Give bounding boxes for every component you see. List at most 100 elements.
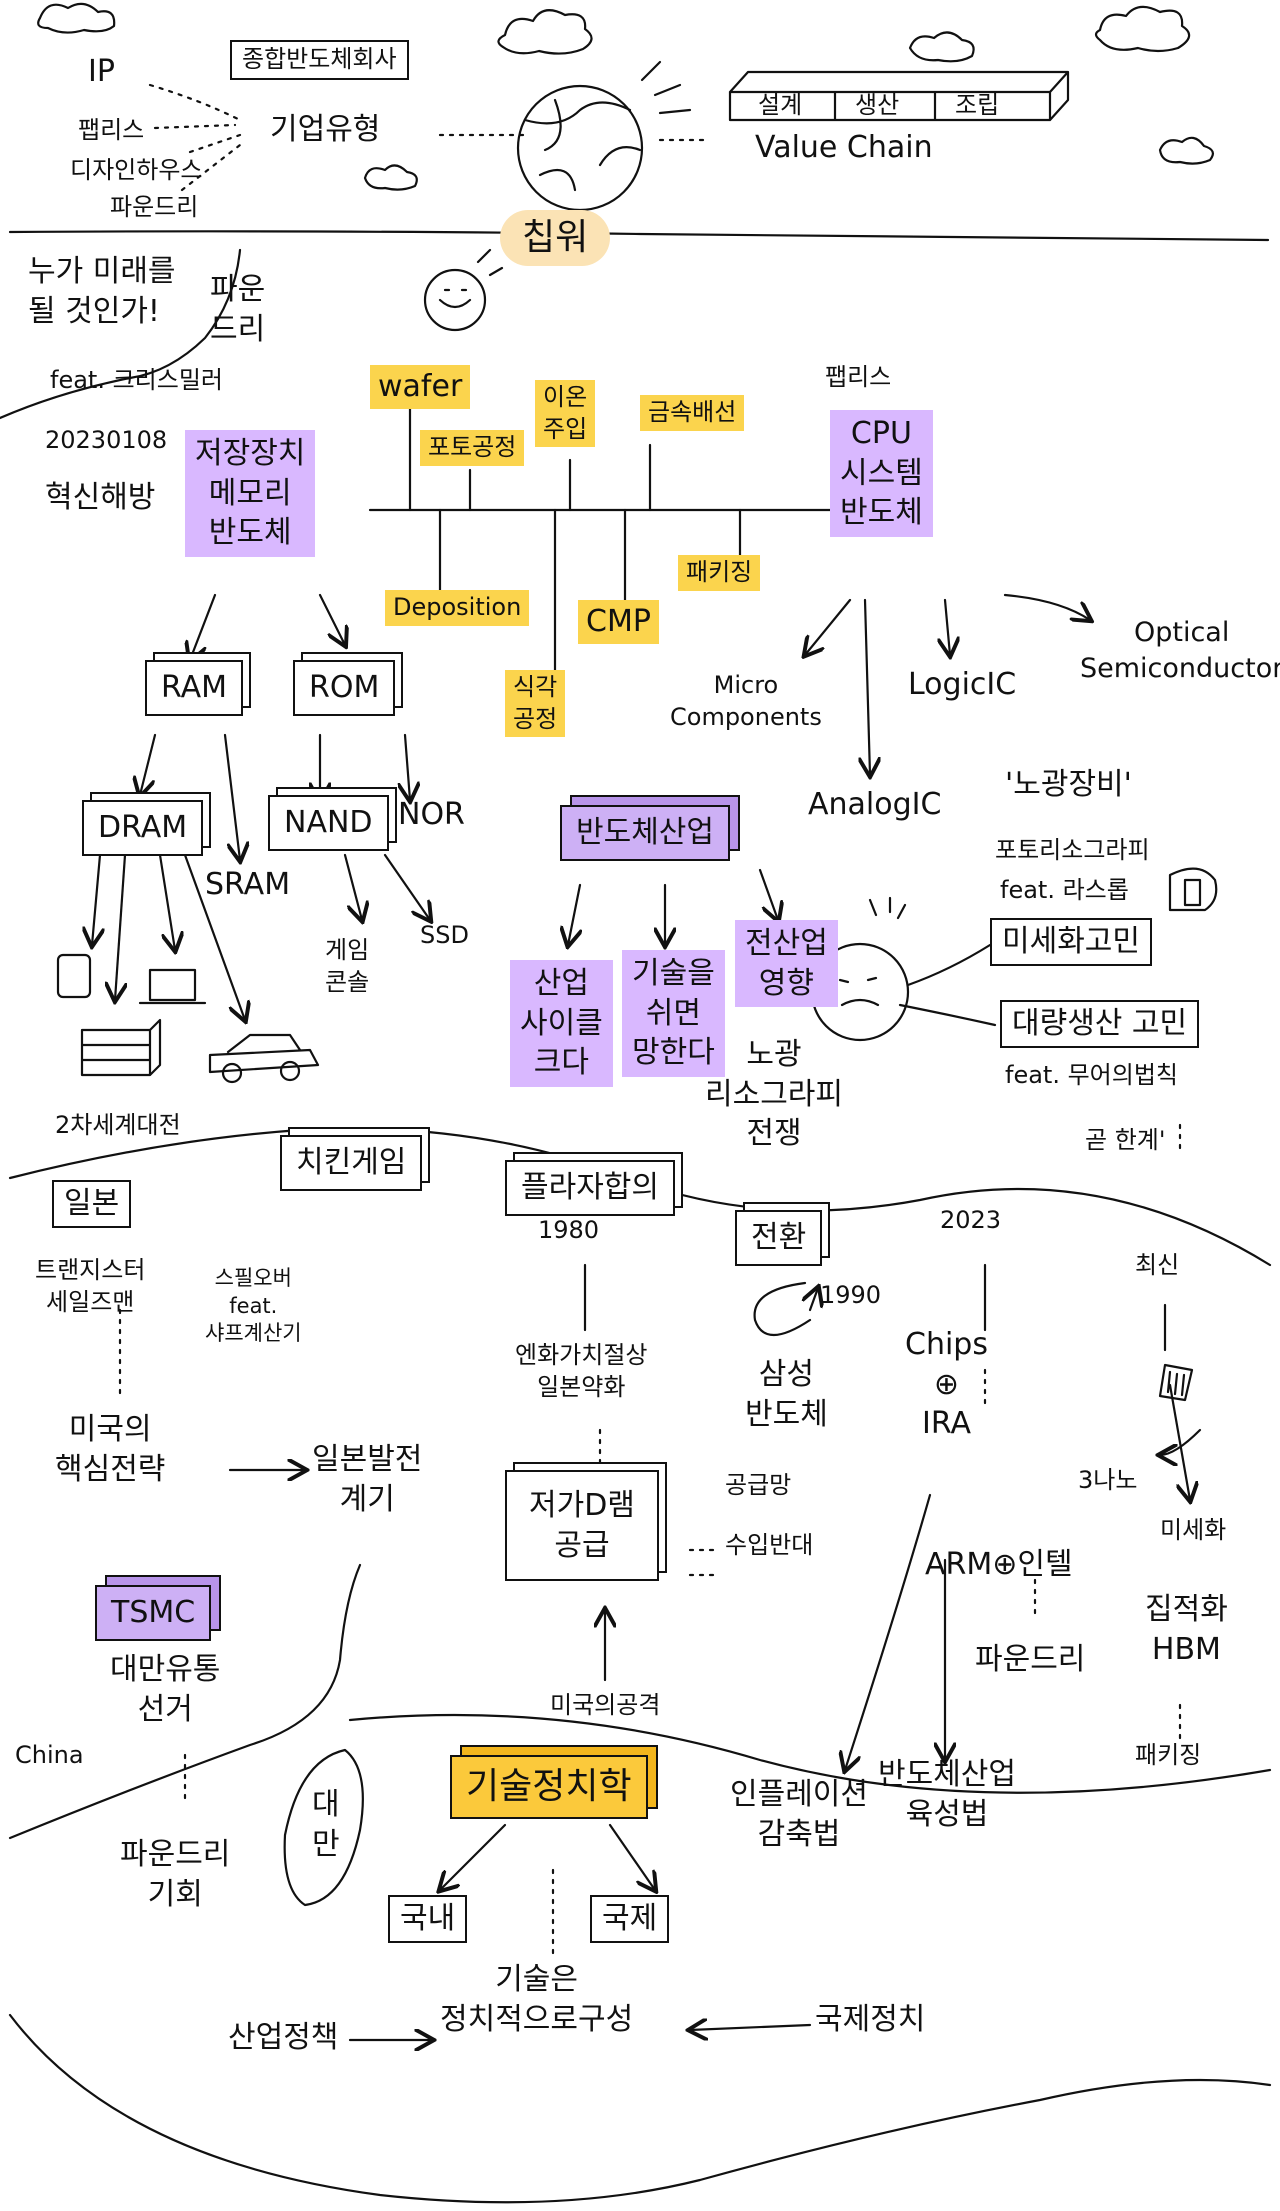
rom-box: ROM <box>293 660 396 716</box>
integration-hbm-label: 집적화 HBM <box>1145 1592 1228 1667</box>
plaza-accord-box: 플라자합의 <box>505 1160 675 1216</box>
industry-cycle-label: 산업 사이클 크다 <box>510 960 613 1087</box>
foundry-chance-label: 파운드리 기회 <box>120 1837 231 1912</box>
value-chain-label: Value Chain <box>755 130 933 165</box>
business-type-label: 기업유형 <box>270 112 381 147</box>
value-chain-cell-design: 설계 <box>758 91 803 119</box>
cloud-icon <box>497 9 593 55</box>
photo-process-label: 포토공정 <box>420 430 525 466</box>
supply-chain-label: 공급망 <box>725 1471 792 1499</box>
taiwan-island <box>283 1748 364 1907</box>
latest-chip-icon <box>1158 1363 1194 1402</box>
packaging-label: 패키징 <box>678 555 761 591</box>
miniaturization-label: 미세화 <box>1160 1516 1227 1544</box>
date-label: 20230108 <box>45 426 168 454</box>
value-chain-cell-assemble: 조립 <box>955 91 1000 119</box>
packaging2-label: 패키징 <box>1135 1741 1202 1769</box>
feat-chris-label: feat. 크리스밀러 <box>50 366 223 394</box>
yen-label: 엔화가치절상 일본약화 <box>515 1341 648 1401</box>
logic-ic-label: LogicIC <box>908 667 1017 702</box>
etching-label: 식각 공정 <box>505 670 566 738</box>
photolithography-label: 포토리소그라피 <box>995 836 1150 864</box>
cmp-label: CMP <box>578 600 659 644</box>
tech-politically-constructed-label: 기술은 정치적으로구성 <box>440 1962 634 2037</box>
wave-line-2 <box>8 1563 362 1840</box>
micro-components-label: Micro Components <box>670 671 822 731</box>
year-2023-label: 2023 <box>940 1206 1002 1234</box>
sharp-spillover-label: 스필오버 feat. 샤프계산기 <box>205 1266 302 1346</box>
year-1990-label: 1990 <box>820 1281 882 1309</box>
us-attack-label: 미국의공격 <box>550 1691 661 1719</box>
samsung-label: 삼성 반도체 <box>745 1357 828 1432</box>
broadcast-label: 혁신해방 <box>45 480 156 515</box>
analog-ic-label: AnalogIC <box>808 787 942 822</box>
stop-tech-die-label: 기술을 쉬면 망한다 <box>622 950 725 1077</box>
plaza-year-label: 1980 <box>538 1216 600 1244</box>
game-console-label: 게임 콘솔 <box>325 936 370 996</box>
transistor-salesman-label: 트랜지스터 세일즈맨 <box>35 1256 146 1316</box>
foundry2-label: 파운 드리 <box>210 272 266 347</box>
cloud-icon <box>1094 5 1191 53</box>
industry-promotion-label: 반도체산업 육성법 <box>878 1757 1016 1832</box>
international-box: 국제 <box>590 1895 670 1943</box>
foundry3-label: 파운드리 <box>975 1642 1086 1677</box>
cheap-dram-box: 저가D램 공급 <box>505 1470 659 1582</box>
value-chain-cell-produce: 생산 <box>855 91 900 119</box>
wave-line-3 <box>348 1713 1272 1794</box>
ww2-label: 2차세계대전 <box>55 1111 181 1139</box>
cloud-icon <box>37 2 116 34</box>
cloud-icon <box>1158 136 1214 165</box>
chips-ira-label: Chips ⊕ IRA <box>905 1327 988 1442</box>
ip-label: IP <box>88 54 115 89</box>
dram-box: DRAM <box>82 800 204 856</box>
design-house-label: 디자인하우스 <box>70 156 203 184</box>
phone-icon <box>56 953 92 999</box>
metal-wiring-label: 금속배선 <box>640 395 745 431</box>
car-icon <box>208 1033 320 1074</box>
miniaturization-worry-box: 미세화고민 <box>990 918 1152 966</box>
microscope-icon <box>1168 867 1218 912</box>
fabless2-label: 팹리스 <box>825 363 892 391</box>
tsmc-box: TSMC <box>95 1585 212 1641</box>
japan-box: 일본 <box>52 1180 132 1228</box>
latest-label: 최신 <box>1135 1251 1180 1279</box>
china-label: China <box>15 1741 84 1769</box>
foundry-label: 파운드리 <box>110 193 199 221</box>
horizon-line <box>8 230 1270 242</box>
fabless-label: 팹리스 <box>78 116 145 144</box>
nor-label: NOR <box>398 797 465 832</box>
sram-label: SRAM <box>205 867 291 902</box>
laptop-icon <box>148 968 197 1002</box>
cloud-icon <box>908 31 975 63</box>
cloud-icon <box>363 164 418 191</box>
idm-box: 종합반도체회사 <box>230 40 409 80</box>
taiwan-island-label: 대 만 <box>312 1787 340 1862</box>
import-oppose-label: 수입반대 <box>725 1531 814 1559</box>
japan-dev-label: 일본발전 계기 <box>312 1442 423 1517</box>
feat-laser-label: feat. 라스롭 <box>1000 876 1129 904</box>
chip-war-title: 칩워 <box>500 210 611 266</box>
arm-intel-label: ARM⊕인텔 <box>925 1547 1073 1582</box>
question-label: 누가 미래를 될 것인가! <box>28 254 176 329</box>
wafer-label: wafer <box>370 365 471 409</box>
us-strategy-label: 미국의 핵심전략 <box>55 1412 166 1487</box>
server-icon <box>80 1018 162 1077</box>
bottom-curve <box>8 2013 1272 2204</box>
euv-label: '노광장비' <box>1005 767 1132 802</box>
optical-semiconductor-label: Optical Semiconductor <box>1080 617 1280 684</box>
tech-politics-box: 기술정치학 <box>450 1755 648 1819</box>
feat-moore-label: feat. 무어의법칙 <box>1005 1061 1178 1089</box>
litho-war-label: 노광 리소그라피 전쟁 <box>705 1037 843 1152</box>
ion-implant-label: 이온 주입 <box>535 380 596 448</box>
turn-box: 전환 <box>735 1210 823 1266</box>
chicken-game-box: 치킨게임 <box>280 1135 423 1191</box>
nand-box: NAND <box>268 795 389 851</box>
ram-box: RAM <box>145 660 244 716</box>
inflation-reduction-label: 인플레이션 감축법 <box>730 1777 868 1852</box>
industrial-policy-label: 산업정책 <box>228 2020 339 2055</box>
smiley-top <box>423 268 487 332</box>
mass-production-worry-box: 대량생산 고민 <box>1000 1000 1200 1048</box>
all-industry-impact-label: 전산업 영향 <box>735 920 838 1008</box>
taiwan-election-label: 대만유통 선거 <box>110 1652 221 1727</box>
